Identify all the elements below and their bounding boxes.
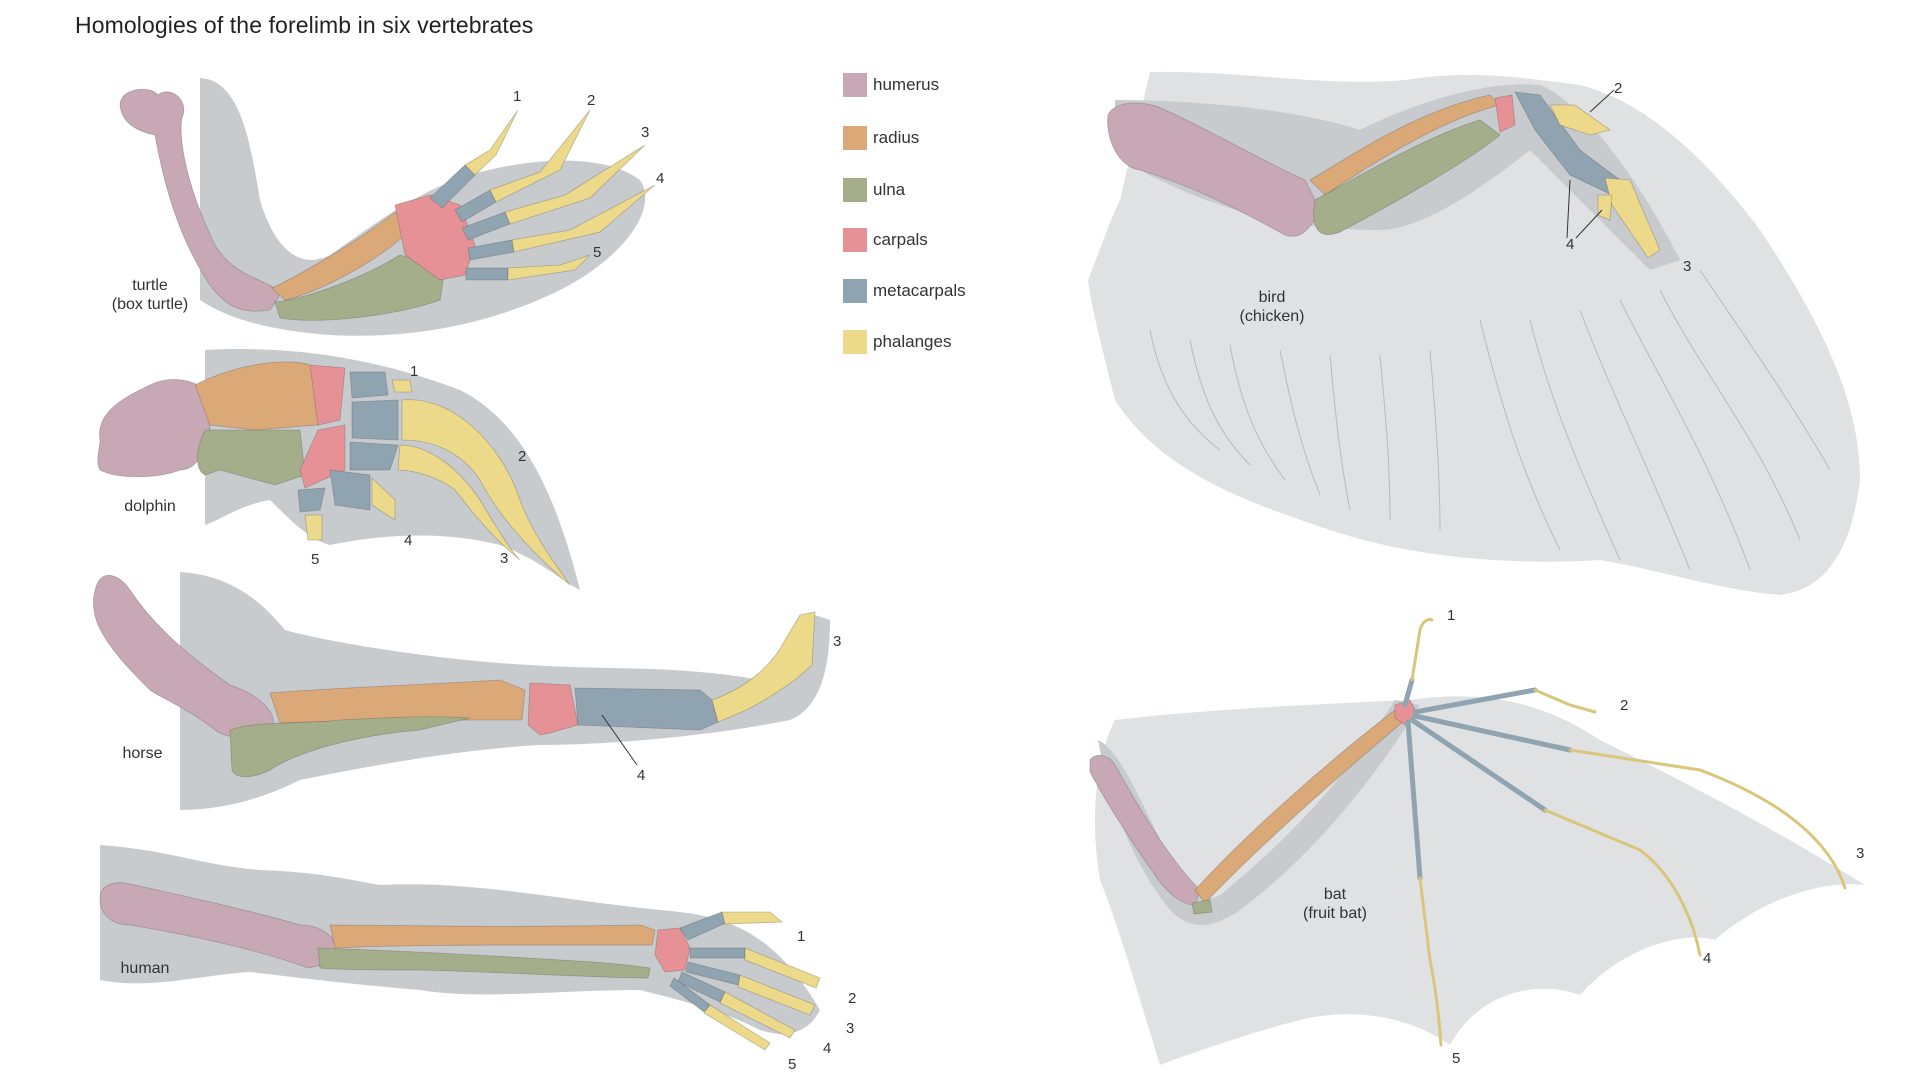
human-name: human [120, 960, 170, 977]
dolphin-name: dolphin [124, 498, 176, 515]
horse-metacarpals [574, 687, 719, 731]
bird-ulna [1313, 119, 1501, 236]
bird-digit-2: 2 [1614, 80, 1623, 97]
turtle-digit-5: 5 [593, 244, 602, 261]
human-digit-4: 4 [823, 1040, 832, 1057]
human-digit-3: 3 [846, 1020, 855, 1037]
bird-humerus [1107, 102, 1321, 237]
legend-label: metacarpals [873, 281, 966, 300]
horse-phalanges [711, 611, 816, 723]
bat-label: bat (fruit bat) [1290, 885, 1380, 923]
bird-digit-4: 4 [1566, 236, 1575, 253]
human-label: human [105, 959, 185, 978]
legend-label: ulna [873, 180, 906, 199]
bat-subname: (fruit bat) [1302, 905, 1367, 922]
legend-label: carpals [873, 230, 928, 249]
bird-leader-line-2 [1589, 89, 1615, 113]
bat-name: bat [1323, 886, 1347, 903]
turtle-subname: (box turtle) [111, 296, 189, 313]
bird-name: bird [1258, 289, 1286, 306]
legend-item-radius: radius [843, 126, 919, 150]
turtle-digit-2: 2 [587, 92, 596, 109]
turtle-digit-1: 1 [513, 88, 522, 105]
legend-item-ulna: ulna [843, 178, 905, 202]
legend-item-metacarpals: metacarpals [843, 279, 966, 303]
human-digit-2: 2 [848, 990, 857, 1007]
dolphin-digit-1: 1 [410, 363, 419, 380]
legend-item-carpals: carpals [843, 228, 928, 252]
bird-limb [1088, 71, 1860, 595]
bat-metacarpals [1402, 677, 1573, 881]
bird-phalanges [1549, 104, 1661, 259]
dolphin-metacarpals [297, 371, 399, 513]
legend-item-humerus: humerus [843, 73, 939, 97]
bird-leader-line-4b [1575, 209, 1603, 239]
bird-carpals [1494, 94, 1516, 133]
dolphin-humerus [97, 379, 211, 478]
legend-item-phalanges: phalanges [843, 330, 951, 354]
horse-ulna [229, 716, 471, 778]
human-limb [99, 845, 821, 1051]
bat-digit-5: 5 [1452, 1050, 1461, 1067]
bird-feather-lines [1149, 269, 1831, 571]
dolphin-ulna [197, 429, 306, 486]
human-phalanges [703, 911, 821, 1051]
radius-swatch [843, 126, 867, 150]
horse-digit-3: 3 [833, 633, 842, 650]
bird-subname: (chicken) [1239, 308, 1305, 325]
ulna-swatch [843, 178, 867, 202]
dolphin-digit-2: 2 [518, 448, 527, 465]
bird-leader-line-4a [1566, 179, 1571, 239]
legend-label: radius [873, 128, 920, 147]
phalanges-swatch [843, 330, 867, 354]
figure-title: Homologies of the forelimb in six verteb… [75, 12, 534, 38]
bird-label: bird (chicken) [1232, 288, 1312, 326]
bat-ulna [1191, 899, 1213, 915]
turtle-limb [119, 78, 656, 336]
bat-digit-1: 1 [1447, 607, 1456, 624]
horse-label: horse [105, 744, 180, 763]
bird-digit-3: 3 [1683, 258, 1692, 275]
humerus-swatch [843, 73, 867, 97]
turtle-digit-3: 3 [641, 124, 650, 141]
bat-humerus [1089, 755, 1201, 906]
dolphin-digit-5: 5 [311, 551, 320, 568]
human-digit-5: 5 [788, 1056, 797, 1073]
turtle-name: turtle [132, 277, 168, 294]
horse-carpals [527, 682, 579, 736]
dolphin-phalanges [304, 379, 571, 586]
horse-leader-line [601, 714, 638, 766]
horse-name: horse [122, 745, 163, 762]
dolphin-digit-3: 3 [500, 550, 509, 567]
carpals-swatch [843, 228, 867, 252]
bat-digit-4: 4 [1703, 950, 1712, 967]
dolphin-digit-4: 4 [404, 532, 413, 549]
bat-phalanges [1410, 618, 1847, 1047]
legend-label: humerus [873, 75, 940, 94]
turtle-humerus [119, 88, 281, 312]
bat-digit-2: 2 [1620, 697, 1629, 714]
horse-limb [93, 572, 830, 810]
horse-digit-4: 4 [637, 767, 646, 784]
human-ulna [317, 947, 651, 979]
human-metacarpals [669, 911, 746, 1013]
dolphin-label: dolphin [110, 497, 190, 516]
bat-limb [1089, 618, 1865, 1065]
legend-label: phalanges [873, 332, 952, 351]
turtle-label: turtle (box turtle) [100, 276, 200, 314]
bat-wing-membrane [1095, 696, 1865, 1065]
turtle-ulna [274, 254, 446, 321]
metacarpals-swatch [843, 279, 867, 303]
human-radius [329, 924, 656, 949]
turtle-phalanges [464, 109, 656, 281]
dolphin-limb [97, 349, 580, 590]
turtle-digit-4: 4 [656, 170, 665, 187]
human-digit-1: 1 [797, 928, 806, 945]
bat-digit-3: 3 [1856, 845, 1865, 862]
